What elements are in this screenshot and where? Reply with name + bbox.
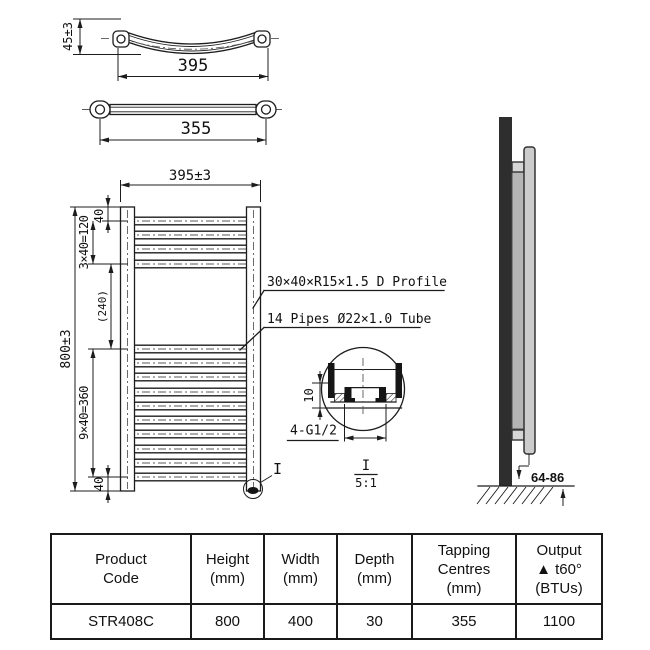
wall (499, 117, 512, 486)
dimension-top-gap: 40 (92, 195, 111, 233)
detail-scale: 5:1 (355, 476, 377, 490)
header-height: Height (mm) (190, 533, 265, 605)
detail-marker: I (243, 460, 282, 499)
front-view: 395±3 40 3×40=120 (240) 9×40=360 (59, 168, 282, 503)
cell-tapping-centres: 355 (411, 603, 517, 640)
dimension-front-width: 395±3 (120, 168, 261, 202)
dimension-boss-height: 10 (302, 371, 328, 420)
header-depth: Depth (mm) (336, 533, 413, 605)
bottom-group-dim-label: 9×40=360 (77, 386, 91, 440)
right-bolt (253, 30, 271, 48)
rail-side (523, 146, 536, 455)
cell-height: 800 (190, 603, 265, 640)
straight-bar-view: 355 (82, 100, 284, 145)
top-group-dim-label: 3×40=120 (77, 215, 91, 269)
tapping-boss (344, 386, 386, 402)
front-width-dim-label: 395±3 (169, 168, 211, 184)
top-gap-dim-label: 40 (92, 209, 106, 223)
rail-profile-label: 30×40×R15×1.5 D Profile (267, 275, 447, 290)
dimension-bottom-gap: 40 (92, 465, 111, 503)
left-bolt (89, 100, 111, 119)
middle-gap-dim-label: (240) (96, 290, 109, 323)
dimension-wall-clearance: 64-86 (516, 465, 564, 485)
pipes-label: 14 Pipes Ø22×1.0 Tube (267, 312, 432, 327)
right-bolt (255, 100, 277, 119)
cell-output: 1100 (515, 603, 603, 640)
spec-table: Product Code Height (mm) Width (mm) Dept… (50, 533, 603, 640)
top-width-dim-label: 395 (178, 56, 209, 76)
callout-pipes: 14 Pipes Ø22×1.0 Tube (239, 312, 432, 351)
header-product-code: Product Code (50, 533, 192, 605)
front-height-dim-label: 800±3 (59, 329, 74, 368)
dimension-tappings: 4-G1/2 (286, 404, 387, 442)
cell-width: 400 (263, 603, 338, 640)
dimension-top-width: 395 (117, 48, 269, 81)
left-bolt (112, 30, 130, 48)
dimension-bow-depth: 45±3 (61, 18, 141, 55)
bottom-gap-dim-label: 40 (92, 477, 106, 491)
detail-circle (320, 346, 406, 432)
detail-view: 10 4-G1/2 I 5:1 (286, 346, 406, 490)
callouts: 30×40×R15×1.5 D Profile 14 Pipes Ø22×1.0… (239, 275, 447, 351)
header-output: Output ▲ t60° (BTUs) (515, 533, 603, 605)
top-bracket (511, 161, 525, 173)
spec-table-header-row: Product Code Height (mm) Width (mm) Dept… (50, 533, 603, 605)
technical-drawing: 45±3 395 355 (59, 18, 575, 506)
top-curved-bar-view: 45±3 395 (61, 18, 282, 81)
boss-height-dim-label: 10 (302, 388, 316, 402)
header-width: Width (mm) (263, 533, 338, 605)
dimension-top-group: 3×40=120 (77, 215, 96, 269)
bottom-bracket (511, 429, 525, 441)
cell-product-code: STR408C (50, 603, 192, 640)
bar-width-dim-label: 355 (181, 119, 212, 139)
detail-marker-label: I (273, 460, 282, 478)
dimension-middle-gap: (240) (96, 264, 114, 349)
detail-label: I (362, 458, 370, 474)
wall-clearance-dim-label: 64-86 (531, 470, 564, 485)
bow-depth-dim-label: 45±3 (61, 22, 75, 51)
dimension-tapping-centres: 355 (99, 119, 267, 145)
cell-depth: 30 (336, 603, 413, 640)
spec-table-data-row: STR408C 800 400 30 355 1100 (50, 603, 603, 640)
floor (476, 485, 575, 505)
callout-rail-profile: 30×40×R15×1.5 D Profile (252, 275, 447, 309)
mounting-panel (511, 171, 525, 430)
detail-scale-label: I 5:1 (354, 458, 378, 490)
dimension-bottom-group: 9×40=360 (77, 349, 96, 477)
side-view: 64-86 (476, 117, 575, 506)
tappings-label: 4-G1/2 (290, 424, 337, 439)
dimension-front-height: 800±3 (59, 207, 78, 491)
pipes (125, 216, 256, 482)
header-tapping-centres: Tapping Centres (mm) (411, 533, 517, 605)
bottom-tapping (247, 487, 259, 494)
